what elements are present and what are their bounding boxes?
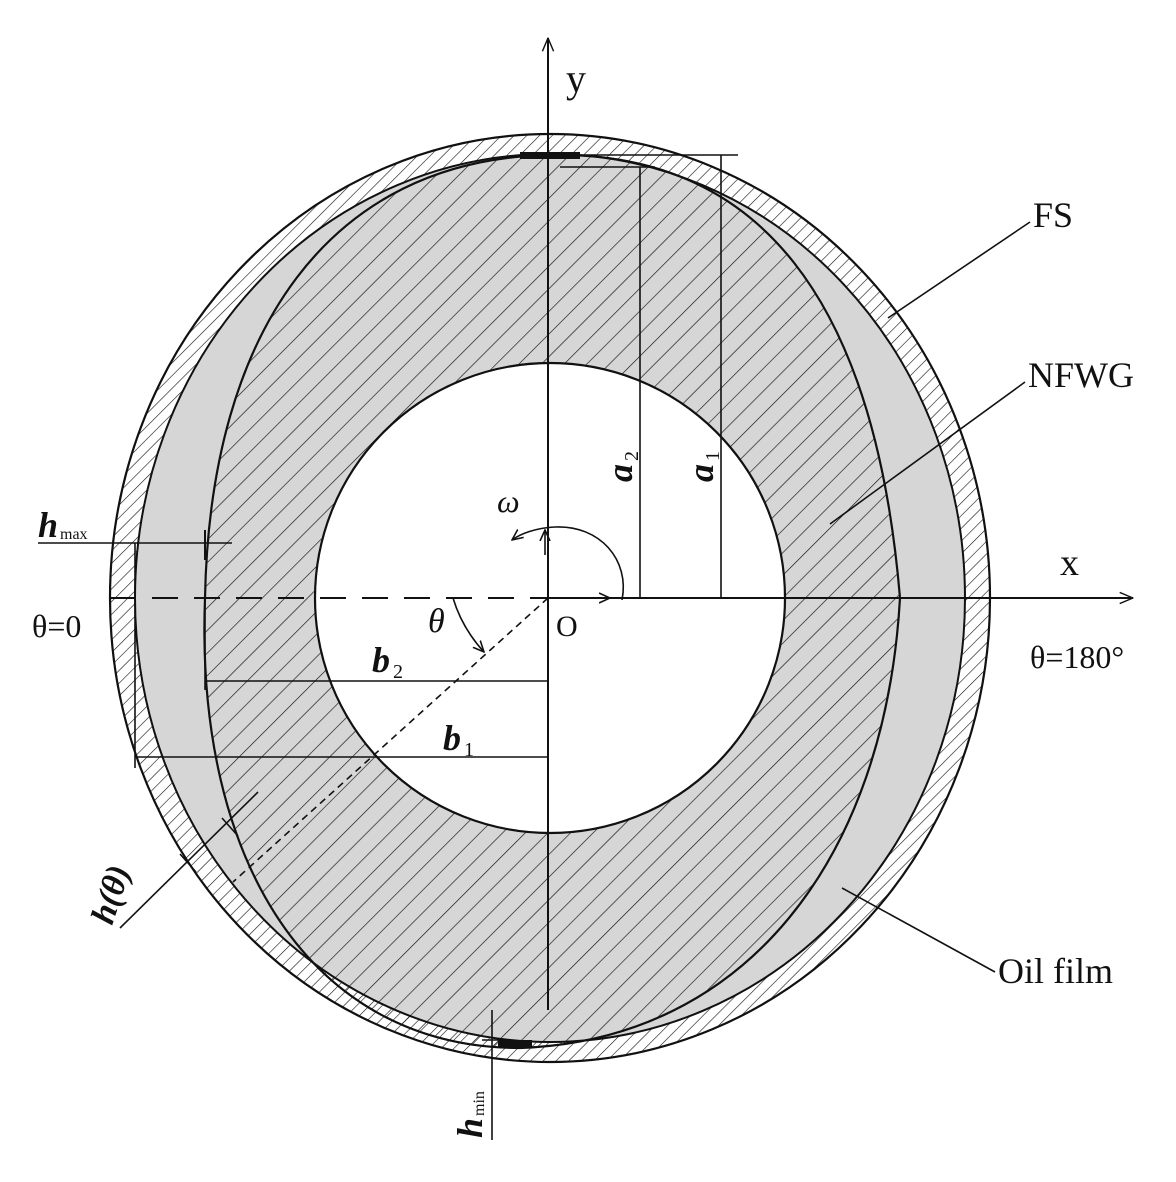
svg-text:2: 2 [621,451,643,461]
theta-label: θ [428,603,445,640]
svg-text:max: max [60,526,88,543]
fs-callout: FS [1033,195,1073,235]
y-axis-label: y [566,56,586,101]
contact-spot-bottom [498,1040,532,1047]
b2-label: b 2 [372,640,403,683]
svg-text:a: a [681,464,721,482]
omega-label: ω [497,483,520,519]
nfwg-callout: NFWG [1028,355,1134,395]
svg-text:2: 2 [393,661,403,683]
svg-text:1: 1 [464,739,474,761]
omega-rotation-arrow [512,526,625,601]
svg-text:h: h [38,505,58,545]
hmin-label: h min [450,1091,490,1138]
h-theta-tick-2 [179,853,197,873]
theta-180-label: θ=180° [1030,639,1124,675]
oil-film-leader-line [841,887,996,973]
x-axis-label: x [1060,542,1079,584]
hmax-label: h max [38,505,88,545]
fs-leader-line [887,221,1031,319]
theta-arc-arrow [452,597,484,652]
contact-spot-top [520,152,580,159]
nfwg-leader-line [829,381,1026,525]
a1-label: a 1 [681,451,724,482]
svg-text:a: a [600,464,640,482]
svg-text:h: h [450,1118,490,1138]
svg-text:b: b [372,640,390,680]
oil-film-callout: Oil film [998,951,1113,991]
h-theta-dimension-line [119,791,259,929]
h-theta-tick-1 [221,817,239,837]
theta-radial-line [232,597,549,883]
a2-label: a 2 [600,451,643,482]
svg-text:b: b [443,718,461,758]
origin-label: O [556,610,578,643]
theta-zero-label: θ=0 [32,608,81,644]
svg-text:min: min [471,1091,488,1116]
svg-text:1: 1 [702,451,724,461]
b1-label: b 1 [443,718,474,761]
